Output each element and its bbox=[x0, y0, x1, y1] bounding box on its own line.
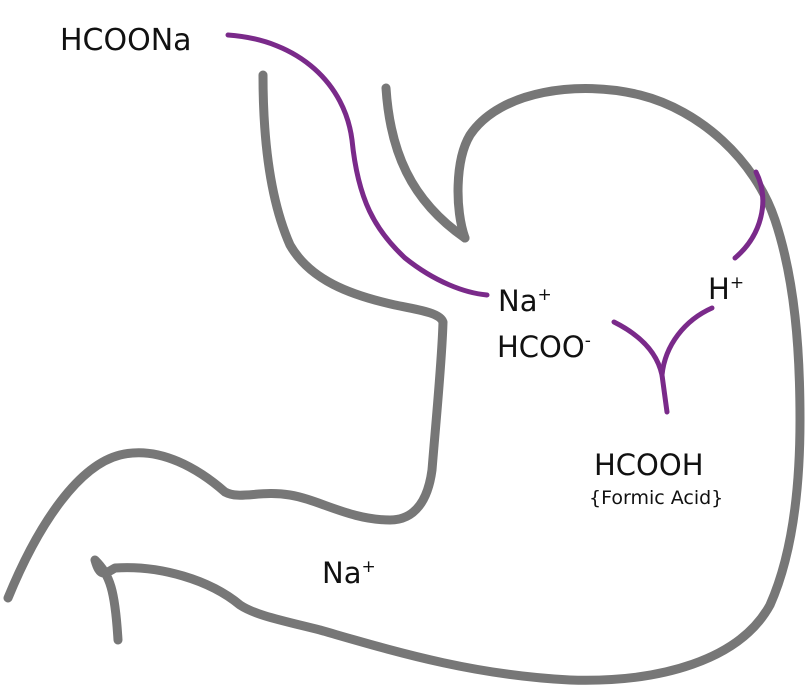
formate-ion-charge: - bbox=[585, 331, 591, 351]
sodium-ion-lower-label: Na+ bbox=[322, 556, 376, 590]
h-ion-entry-arc bbox=[732, 169, 766, 261]
esophagus-left-wall bbox=[3, 70, 448, 603]
formate-ion-symbol: HCOO bbox=[497, 330, 585, 364]
sodium-ion-lower-charge: + bbox=[361, 557, 375, 577]
hydrogen-ion-symbol: H bbox=[708, 272, 730, 306]
stomach-greater-curve bbox=[90, 84, 805, 685]
formic-acid-note: {Formic Acid} bbox=[589, 487, 723, 509]
hcoona-dissociation-path bbox=[225, 32, 490, 298]
product-stem bbox=[659, 372, 670, 415]
hydrogen-ion-label: H+ bbox=[708, 272, 744, 306]
esophagus-right-wall bbox=[381, 83, 470, 243]
stomach-outline bbox=[3, 70, 805, 685]
labels: HCOONa Na+ HCOO- H+ HCOOH {Formic Acid} … bbox=[60, 23, 744, 590]
formate-ion-label: HCOO- bbox=[497, 330, 591, 364]
h-join-arc bbox=[659, 305, 715, 378]
reaction-paths bbox=[225, 32, 766, 415]
formic-acid-label: HCOOH bbox=[594, 448, 704, 482]
sodium-ion-charge: + bbox=[537, 285, 551, 305]
formate-join-arc bbox=[611, 319, 665, 378]
hcoona-label: HCOONa bbox=[60, 23, 192, 58]
hydrogen-ion-charge: + bbox=[730, 273, 744, 293]
sodium-ion-lower-symbol: Na bbox=[322, 556, 361, 590]
sodium-ion-label: Na+ bbox=[498, 284, 552, 318]
sodium-ion-symbol: Na bbox=[498, 284, 537, 318]
